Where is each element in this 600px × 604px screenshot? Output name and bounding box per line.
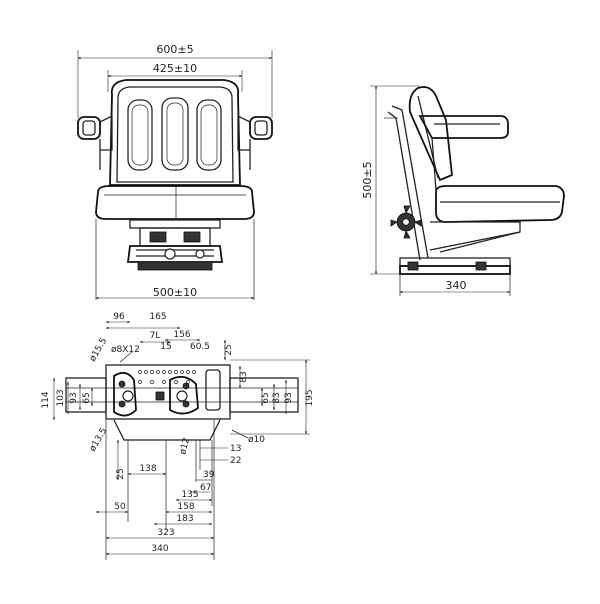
base-plan-view: 96 165 7L 15 156 60.5 25 ø8X12 ø15.5 ø13… [41, 312, 315, 560]
dim-top-15: 15 [160, 342, 171, 352]
dim-top-165: 165 [149, 312, 166, 322]
dim-bottom-340: 340 [151, 544, 168, 554]
hole-12: ø12 [178, 437, 192, 456]
dim-right-93: 93 [284, 392, 294, 403]
dim-left-114: 114 [41, 391, 51, 408]
front-view: 600±5 425±10 [77, 43, 273, 300]
dim-backrest-width: 425±10 [153, 62, 197, 75]
hole-10: ø10 [248, 435, 265, 445]
dim-inner-138: 138 [139, 464, 156, 474]
dim-top-96: 96 [113, 312, 125, 322]
dim-bottom-183: 183 [176, 514, 193, 524]
dim-small-67: 67 [200, 483, 211, 493]
hole-15-5: ø15.5 [88, 336, 109, 363]
dim-bottom-135: 135 [181, 490, 198, 500]
dim-inner-25: 25 [116, 468, 126, 479]
dim-height: 500±5 [361, 161, 374, 198]
dim-left-65: 65 [82, 392, 92, 403]
dim-top-60-5: 60.5 [190, 342, 210, 352]
dim-small-13: 13 [230, 444, 241, 454]
dim-left-93: 93 [69, 392, 79, 403]
dim-left-103: 103 [56, 389, 66, 406]
dim-right-65: 65 [261, 392, 271, 403]
recline-knob [390, 205, 422, 239]
dim-top-25: 25 [224, 344, 234, 355]
dim-right-83-top: 83 [239, 371, 249, 382]
dim-top-7l: 7L [150, 331, 161, 341]
hole-8x12: ø8X12 [111, 345, 140, 355]
side-view: 500±5 3 [361, 85, 565, 296]
dim-base-width: 500±10 [153, 286, 197, 299]
dim-bottom-50: 50 [114, 502, 126, 512]
dim-right-83: 83 [272, 392, 282, 403]
dim-bottom-158: 158 [177, 502, 194, 512]
dim-overall-width: 600±5 [156, 43, 193, 56]
dim-top-156: 156 [173, 330, 190, 340]
dim-bottom-323: 323 [157, 528, 174, 538]
left-armrest [77, 114, 113, 170]
dim-small-39: 39 [203, 470, 215, 480]
dim-depth: 340 [446, 279, 467, 292]
right-armrest [237, 114, 273, 170]
dim-small-22: 22 [230, 456, 241, 466]
dim-right-195: 195 [305, 389, 315, 406]
